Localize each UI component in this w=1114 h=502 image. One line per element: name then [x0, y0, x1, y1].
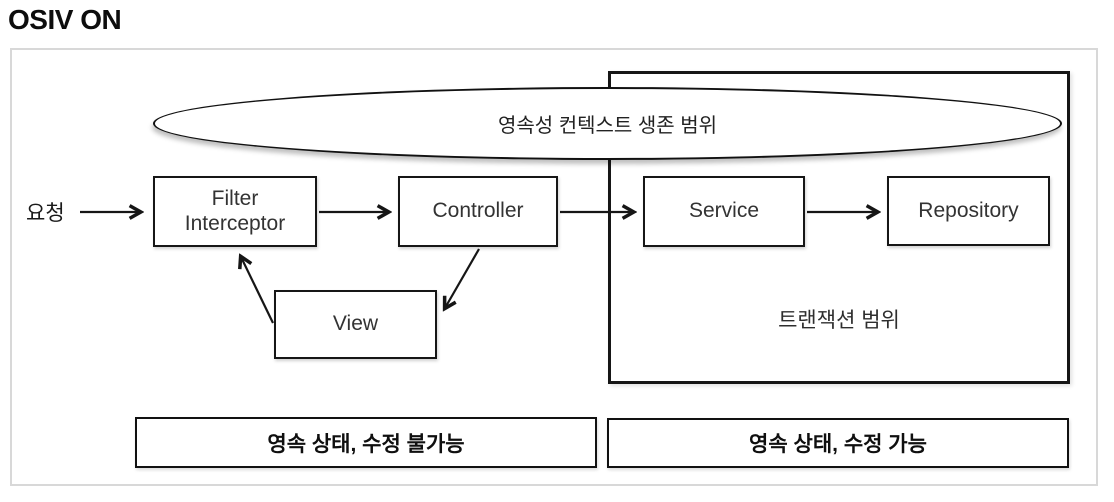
legend-left-box: 영속 상태, 수정 불가능: [135, 417, 597, 468]
view-label: View: [332, 312, 379, 336]
filter-label-line2: Interceptor: [184, 211, 286, 235]
filter-interceptor-box: Filter Interceptor: [153, 176, 317, 247]
transaction-scope-box: 트랜잭션 범위: [608, 71, 1070, 384]
view-box: View: [274, 290, 437, 359]
controller-box: Controller: [398, 176, 558, 247]
filter-label-line1: Filter: [211, 187, 259, 211]
repository-box: Repository: [887, 176, 1050, 246]
legend-right-box: 영속 상태, 수정 가능: [607, 418, 1069, 468]
page-title: OSIV ON: [8, 4, 122, 35]
persistence-context-label: 영속성 컨텍스트 생존 범위: [497, 115, 718, 137]
service-box: Service: [643, 176, 805, 247]
request-label: 요청: [26, 202, 65, 225]
transaction-scope-label: 트랜잭션 범위: [778, 309, 900, 332]
legend-left-label: 영속 상태, 수정 불가능: [267, 432, 465, 456]
service-label: Service: [688, 199, 760, 223]
persistence-context-ellipse: 영속성 컨텍스트 생존 범위: [153, 87, 1062, 160]
repository-label: Repository: [918, 198, 1019, 222]
controller-label: Controller: [432, 199, 524, 223]
legend-right-label: 영속 상태, 수정 가능: [749, 433, 927, 456]
